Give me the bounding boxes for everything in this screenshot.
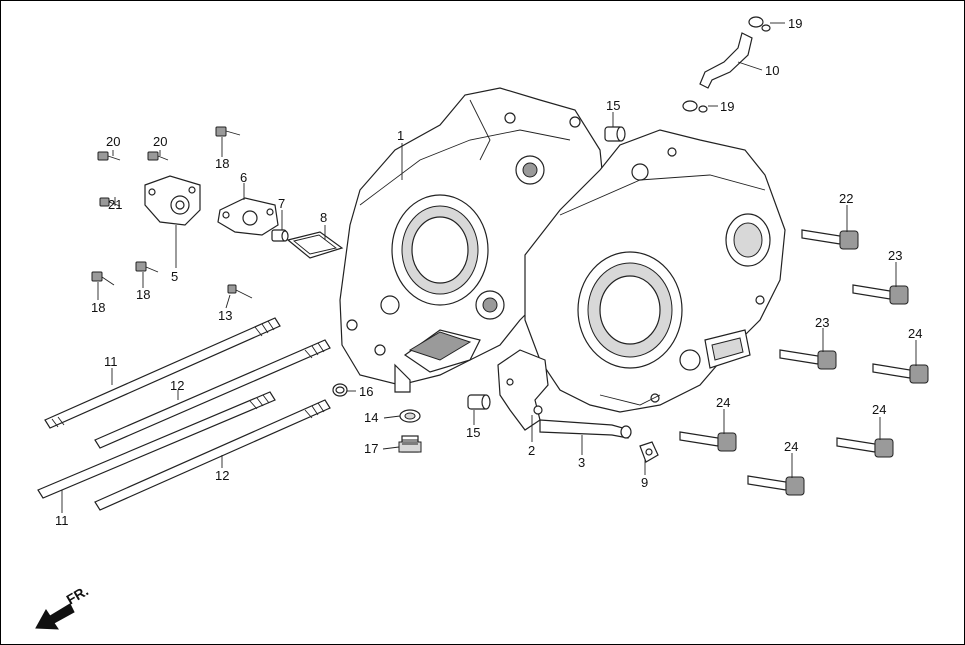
cover-part-5 xyxy=(144,175,201,226)
callout-10: 10 xyxy=(765,63,779,78)
front-direction-label: FR. xyxy=(64,582,92,607)
left-crankcase-half xyxy=(339,87,606,393)
callout-24-a: 24 xyxy=(908,326,922,341)
callout-11-lower: 11 xyxy=(55,513,69,528)
front-direction-indicator: FR. xyxy=(35,582,92,630)
callout-1: 1 xyxy=(397,128,404,143)
callout-12-lower: 12 xyxy=(215,468,229,483)
stud-12-lower xyxy=(94,399,331,511)
bolt-20-b xyxy=(147,151,169,161)
bolt-21 xyxy=(99,197,121,207)
flange-bolt-23-b xyxy=(779,349,837,370)
callout-24-b: 24 xyxy=(716,395,730,410)
callout-24-c: 24 xyxy=(872,402,886,417)
callout-8: 8 xyxy=(320,210,327,225)
callout-18-top: 18 xyxy=(215,156,229,171)
callout-11-upper: 11 xyxy=(104,354,118,369)
flange-bolt-24-d xyxy=(747,475,805,496)
arrow-down-left-icon xyxy=(35,603,75,630)
callout-18-mid: 18 xyxy=(136,287,150,302)
callout-3: 3 xyxy=(578,455,585,470)
callout-23-upper: 23 xyxy=(888,248,902,263)
flange-bolt-22 xyxy=(801,229,859,250)
callout-19-lower: 19 xyxy=(720,99,734,114)
callout-15-top: 15 xyxy=(606,98,620,113)
callout-15-bottom: 15 xyxy=(466,425,480,440)
callout-12-upper: 12 xyxy=(170,378,184,393)
callout-13: 13 xyxy=(218,308,232,323)
callout-2: 2 xyxy=(528,443,535,458)
dowel-15-bottom xyxy=(467,394,491,410)
drain-bolt-17 xyxy=(398,435,422,453)
clip-part-9 xyxy=(639,441,659,463)
callout-9: 9 xyxy=(641,475,648,490)
callout-6: 6 xyxy=(240,170,247,185)
bolt-18-b xyxy=(91,271,115,286)
callout-16: 16 xyxy=(359,384,373,399)
callout-21: 21 xyxy=(108,197,122,212)
pin-part-7 xyxy=(271,229,289,242)
callout-7: 7 xyxy=(278,196,285,211)
clamp-19-lower xyxy=(682,100,708,113)
bolt-20-a xyxy=(97,151,121,161)
bolt-18-c xyxy=(135,261,159,273)
flange-bolt-23-a xyxy=(852,284,909,305)
callout-23-lower: 23 xyxy=(815,315,829,330)
stud-11-lower xyxy=(37,391,276,499)
clamp-19-top xyxy=(748,16,771,32)
stud-11-upper xyxy=(44,317,281,429)
gasket-part-8 xyxy=(286,231,344,259)
callout-22: 22 xyxy=(839,191,853,206)
callout-20-a: 20 xyxy=(106,134,120,149)
callout-19-top: 19 xyxy=(788,16,802,31)
washer-14 xyxy=(399,409,421,423)
callout-24-d: 24 xyxy=(784,439,798,454)
flange-bolt-24-b xyxy=(679,431,737,452)
callout-17: 17 xyxy=(364,441,378,456)
callout-18-left: 18 xyxy=(91,300,105,315)
bolt-13 xyxy=(227,284,253,299)
callout-20-b: 20 xyxy=(153,134,167,149)
flange-bolt-24-c xyxy=(836,437,894,458)
o-ring-16 xyxy=(332,383,348,397)
callout-labels: 1 2 3 5 6 7 8 9 10 11 11 12 12 13 14 15 … xyxy=(55,16,922,528)
hose-part-10 xyxy=(699,32,753,89)
flange-bolt-24-a xyxy=(872,363,929,384)
right-crankcase-half xyxy=(524,129,786,413)
gasket-part-6 xyxy=(217,197,279,236)
pipe-part-3 xyxy=(539,419,632,439)
leader-lines xyxy=(61,22,917,513)
callout-14: 14 xyxy=(364,410,378,425)
bracket-part-2 xyxy=(497,349,549,431)
bolt-18-a xyxy=(215,126,241,137)
dowel-15-top xyxy=(604,126,626,142)
stud-12-upper xyxy=(94,339,331,449)
callout-5: 5 xyxy=(171,269,178,284)
